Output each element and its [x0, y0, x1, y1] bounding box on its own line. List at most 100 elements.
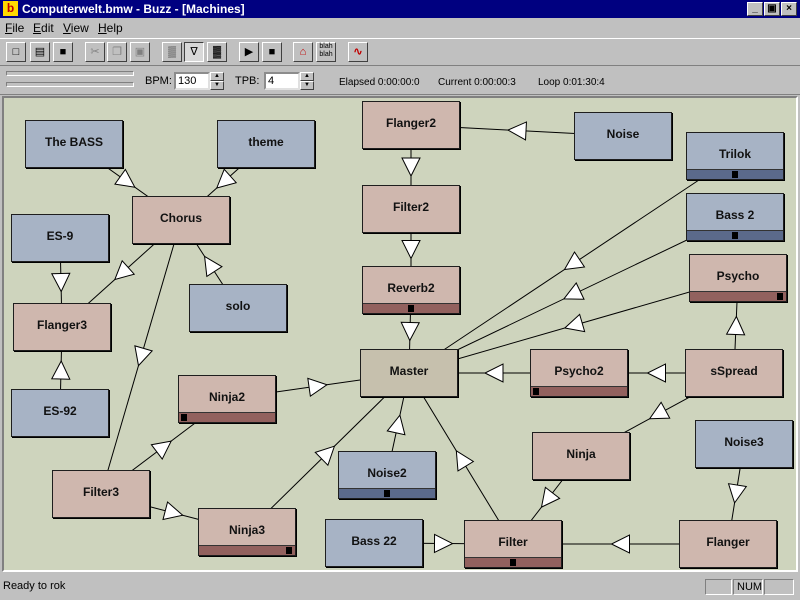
machine-es-9[interactable]: ES-9: [11, 214, 109, 262]
machine-noise2[interactable]: Noise2: [338, 451, 436, 499]
machine-chorus[interactable]: Chorus: [132, 196, 230, 244]
machine-psycho[interactable]: Psycho: [689, 254, 787, 302]
wire-arrow-psycho2-to-master[interactable]: [483, 363, 504, 383]
wire-arrow-noise2-to-master[interactable]: [386, 413, 408, 436]
wire-arrow-filter-to-master[interactable]: [449, 446, 475, 472]
level-slider[interactable]: [199, 545, 295, 555]
wire-arrow-solo-to-chorus[interactable]: [197, 252, 223, 278]
wire-arrow-noise-to-flanger2[interactable]: [506, 121, 527, 141]
wire-arrow-flanger2-to-filter2[interactable]: [401, 157, 421, 178]
machine-ninja[interactable]: Ninja: [532, 432, 630, 480]
machine-es-92[interactable]: ES-92: [11, 389, 109, 437]
machine-noise[interactable]: Noise: [574, 112, 672, 160]
level-slider-knob[interactable]: [777, 293, 783, 300]
level-slider[interactable]: [690, 291, 786, 301]
machine-psycho2[interactable]: Psycho2: [530, 349, 628, 397]
level-slider[interactable]: [687, 169, 783, 179]
stop-icon[interactable]: ■: [262, 42, 282, 62]
wire-arrow-ninja3-to-master[interactable]: [314, 440, 340, 467]
level-slider-knob[interactable]: [732, 171, 738, 178]
pattern-view-icon[interactable]: ▒: [162, 42, 182, 62]
cut-icon[interactable]: ✂: [85, 42, 105, 62]
wire-arrow-trilok-to-master[interactable]: [560, 251, 586, 277]
volume-slider[interactable]: [6, 71, 134, 76]
wire-arrow-flanger-to-filter[interactable]: [610, 534, 630, 554]
level-slider-knob[interactable]: [732, 232, 738, 239]
machine-solo[interactable]: solo: [189, 284, 287, 332]
info-icon[interactable]: ⌂: [293, 42, 313, 62]
play-icon[interactable]: ▶: [239, 42, 259, 62]
wire-arrow-sspread-to-psycho[interactable]: [725, 315, 746, 336]
wire-arrow-chorus-to-filter3[interactable]: [130, 345, 154, 368]
machine-bass-2[interactable]: Bass 2: [686, 193, 784, 241]
menu-view[interactable]: View: [63, 21, 89, 35]
menu-help[interactable]: Help: [98, 21, 123, 35]
wire-arrow-sspread-to-psycho2[interactable]: [646, 363, 666, 383]
wire-arrow-ninja-to-filter[interactable]: [534, 486, 561, 512]
machine-flanger[interactable]: Flanger: [679, 520, 777, 568]
level-slider-knob[interactable]: [408, 305, 414, 312]
level-slider[interactable]: [465, 557, 561, 567]
machine-filter2[interactable]: Filter2: [362, 185, 460, 233]
wire-arrow-ninja2-to-master[interactable]: [307, 376, 329, 398]
machine-ninja2[interactable]: Ninja2: [178, 375, 276, 423]
paste-icon[interactable]: ▣: [130, 42, 150, 62]
wire-arrow-bass-2-to-master[interactable]: [560, 282, 585, 307]
level-slider[interactable]: [687, 230, 783, 240]
menu-edit[interactable]: Edit: [33, 21, 54, 35]
sequence-view-icon[interactable]: ▓: [207, 42, 227, 62]
machine-ninja3[interactable]: Ninja3: [198, 508, 296, 556]
wire-arrow-bass-22-to-filter[interactable]: [433, 533, 454, 554]
new-file-icon[interactable]: □: [6, 42, 26, 62]
menu-file[interactable]: File: [5, 21, 25, 35]
wire-arrow-noise3-to-flanger[interactable]: [726, 483, 748, 505]
wire-arrow-filter3-to-ninja2[interactable]: [150, 434, 176, 461]
machine-sspread[interactable]: sSpread: [685, 349, 783, 397]
machine-theme[interactable]: theme: [217, 120, 315, 168]
tpb-spinner[interactable]: ▲▼: [300, 72, 314, 90]
wire-arrow-filter2-to-reverb2[interactable]: [401, 240, 421, 260]
bpm-input[interactable]: 130: [174, 72, 210, 90]
blah-icon[interactable]: blah blah: [316, 42, 336, 62]
machine-filter[interactable]: Filter: [464, 520, 562, 568]
level-slider-knob[interactable]: [384, 490, 390, 497]
save-disk-icon[interactable]: ■: [53, 42, 73, 62]
level-slider[interactable]: [179, 412, 275, 422]
copy-icon[interactable]: ❐: [107, 42, 127, 62]
bpm-spinner[interactable]: ▲▼: [210, 72, 224, 90]
wire-arrow-theme-to-chorus[interactable]: [211, 168, 238, 194]
machine-flanger3[interactable]: Flanger3: [13, 303, 111, 351]
machine-flanger2[interactable]: Flanger2: [362, 101, 460, 149]
level-slider-knob[interactable]: [286, 547, 292, 554]
machine-reverb2[interactable]: Reverb2: [362, 266, 460, 314]
close-icon[interactable]: ×: [781, 2, 797, 16]
machine-filter3[interactable]: Filter3: [52, 470, 150, 518]
level-slider[interactable]: [363, 303, 459, 313]
wire-arrow-filter3-to-ninja3[interactable]: [162, 501, 185, 524]
buzz-app-icon[interactable]: b: [3, 1, 18, 16]
level-slider-knob[interactable]: [181, 414, 187, 421]
wire-arrow-psycho-to-master[interactable]: [562, 313, 586, 336]
level-slider-knob[interactable]: [533, 388, 539, 395]
wire-arrow-es-92-to-flanger3[interactable]: [50, 359, 71, 380]
machine-trilok[interactable]: Trilok: [686, 132, 784, 180]
machine-view-icon[interactable]: ∇: [184, 42, 204, 62]
open-folder-icon[interactable]: ▤: [30, 42, 50, 62]
restore-icon[interactable]: ▣: [764, 2, 780, 16]
level-slider[interactable]: [531, 386, 627, 396]
machine-bass-22[interactable]: Bass 22: [325, 519, 423, 567]
wire-arrow-reverb2-to-master[interactable]: [400, 321, 421, 342]
position-slider[interactable]: [6, 82, 134, 87]
wave-icon[interactable]: ∿: [348, 42, 368, 62]
level-slider[interactable]: [339, 488, 435, 498]
wire-arrow-the-bass-to-chorus[interactable]: [114, 168, 140, 194]
wire-arrow-chorus-to-flanger3[interactable]: [109, 259, 136, 286]
machine-noise3[interactable]: Noise3: [695, 420, 793, 468]
machine-the-bass[interactable]: The BASS: [25, 120, 123, 168]
minimize-icon[interactable]: _: [747, 2, 763, 16]
level-slider-knob[interactable]: [510, 559, 516, 566]
wire-arrow-sspread-to-ninja[interactable]: [645, 401, 671, 426]
tpb-input[interactable]: 4: [264, 72, 300, 90]
machine-master[interactable]: Master: [360, 349, 458, 397]
